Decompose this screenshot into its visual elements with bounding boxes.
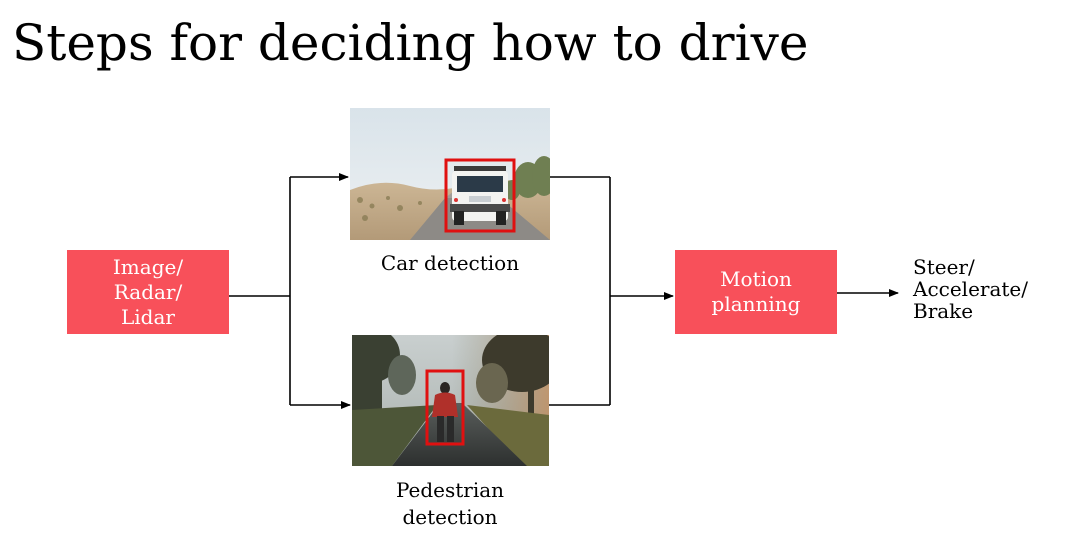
slide-title: Steps for deciding how to drive — [12, 14, 809, 72]
car-bounding-box — [444, 158, 516, 233]
motion-planning-box: Motion planning — [675, 250, 837, 334]
car-detection-image — [350, 108, 550, 240]
pedestrian-bounding-box — [425, 369, 465, 446]
pedestrian-detection-caption: Pedestrian detection — [395, 478, 505, 529]
output-actions-label: Steer/ Accelerate/ Brake — [913, 255, 1029, 323]
input-sensors-box: Image/ Radar/ Lidar — [67, 250, 229, 334]
car-detection-caption: Car detection — [380, 251, 520, 275]
pedestrian-detection-image — [352, 335, 549, 466]
